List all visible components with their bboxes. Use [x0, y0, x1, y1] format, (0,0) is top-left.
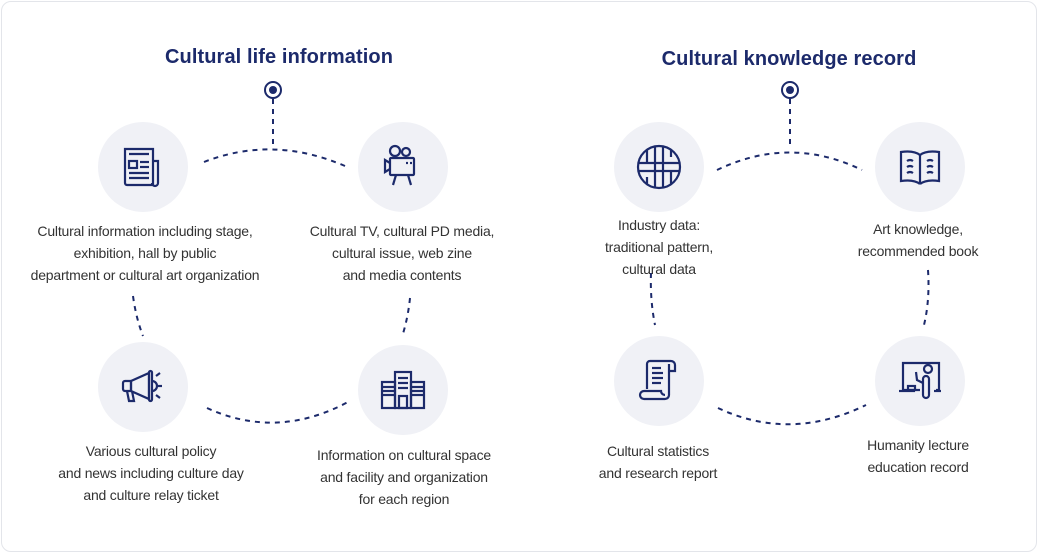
node-cultural-policy: [98, 342, 188, 432]
megaphone-icon: [121, 369, 162, 403]
node-cultural-media: [358, 122, 448, 212]
open-book-icon: [899, 150, 941, 185]
node-label: Cultural TV, cultural PD media, cultural…: [309, 223, 495, 283]
node-label: Industry data: traditional pattern, cult…: [604, 217, 714, 277]
node-label: Art knowledge, recommended book: [857, 221, 979, 259]
node-label: Cultural statistics and research report: [598, 443, 718, 481]
node-label: Cultural information including stage, ex…: [30, 223, 260, 283]
node-humanity-lecture: [875, 336, 965, 426]
panel-title-cultural-life: Cultural life information: [164, 46, 394, 68]
traditional-pattern-icon: [636, 144, 682, 190]
node-cultural-space: [358, 345, 448, 435]
panel-title-cultural-knowledge: Cultural knowledge record: [661, 48, 917, 70]
node-industry-data: [614, 122, 704, 212]
pin-icon: [781, 81, 799, 99]
node-cultural-information: [98, 122, 188, 212]
newspaper-icon: [123, 147, 160, 188]
lecture-teacher-icon: [899, 361, 941, 400]
node-label: Various cultural policy and news includi…: [58, 443, 244, 503]
node-cultural-statistics: [614, 336, 704, 426]
node-art-knowledge: [875, 122, 965, 212]
node-label: Humanity lecture education record: [867, 437, 969, 475]
movie-camera-icon: [383, 144, 416, 186]
building-icon: [380, 370, 426, 410]
pin-icon: [264, 81, 282, 99]
node-label: Information on cultural space and facili…: [317, 447, 491, 507]
scroll-document-icon: [638, 359, 677, 401]
